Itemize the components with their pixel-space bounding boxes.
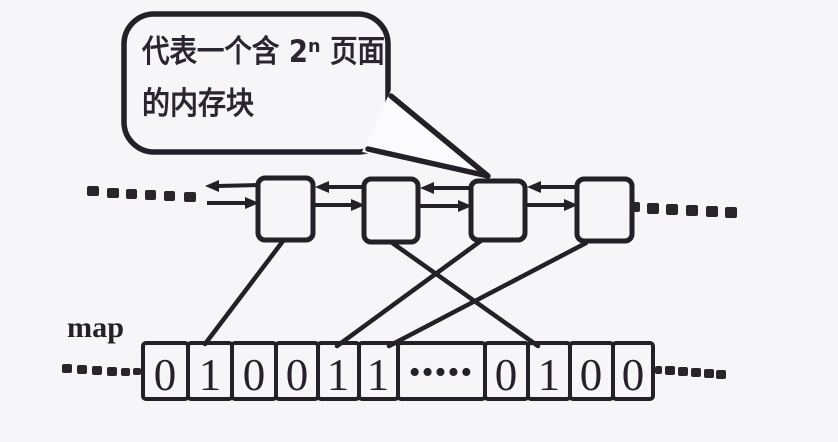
dot xyxy=(666,204,678,215)
dot xyxy=(631,202,640,212)
bubble-text-line1: 代表一个含 2ⁿ 页面 xyxy=(141,34,385,70)
bitmap-right-ellipsis xyxy=(655,366,726,379)
dot xyxy=(107,367,117,376)
speech-bubble: 代表一个含 2ⁿ 页面 的内存块 xyxy=(121,11,492,179)
bitmap-cells: 0 1 0 0 1 1 •• xyxy=(141,341,655,401)
right-arrowhead-icon xyxy=(458,200,472,212)
connector-block2-bit9 xyxy=(388,239,541,349)
cell-box xyxy=(611,341,655,401)
bit-value: 0 xyxy=(243,350,266,400)
dot xyxy=(62,364,72,373)
dot xyxy=(184,192,196,202)
dot xyxy=(678,367,688,376)
left-arrowhead-icon xyxy=(315,181,329,193)
dot xyxy=(87,186,99,196)
dot xyxy=(655,366,662,374)
dot xyxy=(647,203,659,214)
dot xyxy=(164,191,175,201)
bit-value: 1 xyxy=(538,350,561,400)
dot xyxy=(665,366,675,375)
dot xyxy=(706,206,718,217)
dot xyxy=(704,369,714,378)
memory-block-3 xyxy=(468,178,528,243)
dot xyxy=(716,370,726,379)
bit-value: 1 xyxy=(327,350,350,400)
bitmap-cell: 0 xyxy=(611,341,655,401)
left-arrowhead-icon xyxy=(205,180,219,192)
bitmap: map 0 1 0 0 xyxy=(62,311,726,401)
dot xyxy=(725,207,737,218)
dot xyxy=(121,368,130,376)
free-list-nodes xyxy=(255,175,635,245)
prev-arrow-line-left xyxy=(216,183,259,188)
list-left-ellipsis xyxy=(87,186,196,202)
right-arrowhead-icon xyxy=(351,199,365,211)
bitmap-left-ellipsis xyxy=(62,364,141,376)
connector-block3-bit5 xyxy=(334,237,485,349)
dot xyxy=(133,368,141,375)
connector-block1-bit2 xyxy=(202,238,286,347)
dot xyxy=(145,190,156,200)
bit-value: 0 xyxy=(154,350,177,400)
dot xyxy=(92,366,102,375)
bubble-text-line2: 的内存块 xyxy=(142,86,254,122)
right-arrowhead-icon xyxy=(245,197,259,209)
bit-value: 0 xyxy=(286,350,309,400)
memory-block-2 xyxy=(361,176,421,245)
dot xyxy=(77,365,87,374)
dot xyxy=(691,368,701,377)
list-right-ellipsis xyxy=(631,202,737,218)
bubble-tail-outline xyxy=(365,93,491,179)
bit-value: 0 xyxy=(580,350,603,400)
bubble-body xyxy=(121,11,391,155)
list-arrows xyxy=(205,180,578,212)
left-arrowhead-icon xyxy=(420,182,434,194)
bit-value: 0 xyxy=(495,350,518,400)
dot xyxy=(126,189,137,199)
memory-block-1 xyxy=(255,175,316,243)
bit-value: 1 xyxy=(199,350,222,400)
ellipsis-bits: ••••• xyxy=(409,354,474,391)
dot xyxy=(686,205,698,216)
bit-value: 0 xyxy=(622,350,645,400)
bit-value: 1 xyxy=(367,350,390,400)
bitmap-cell-ellipsis: ••••• xyxy=(396,341,487,401)
left-arrowhead-icon xyxy=(527,181,541,193)
dot xyxy=(107,188,119,198)
block-to-bit-connectors xyxy=(202,237,589,349)
right-arrowhead-icon xyxy=(564,199,578,211)
connector-block4-bit6 xyxy=(386,240,589,349)
map-label: map xyxy=(67,311,124,344)
